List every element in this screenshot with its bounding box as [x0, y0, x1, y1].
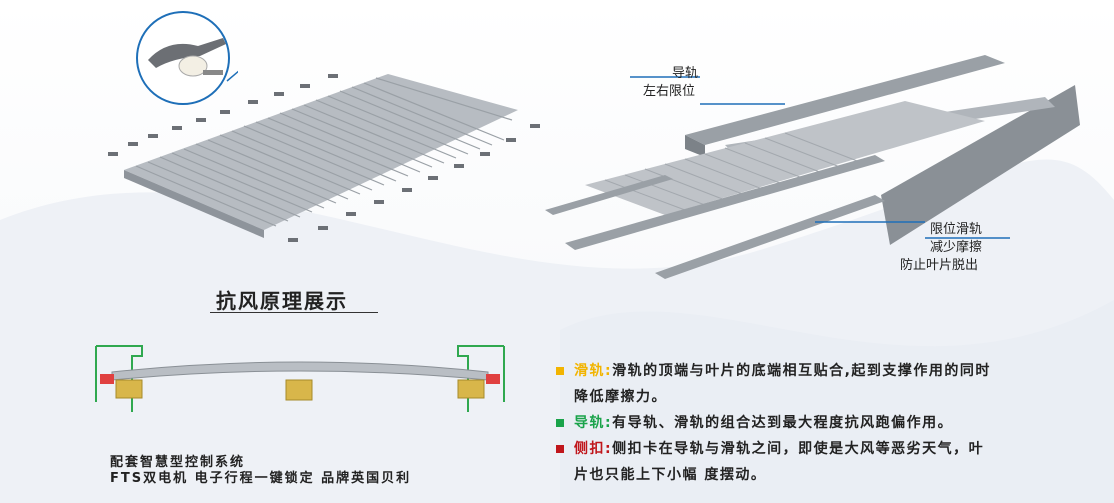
clip-detail-magnifier: [136, 11, 238, 105]
section-title: 抗风原理展示: [216, 289, 348, 313]
control-line-1: 配套智慧型控制系统: [110, 455, 246, 470]
feature-key: 导轨:: [574, 415, 613, 431]
feature-text-cont: 降低摩擦力。: [574, 389, 667, 405]
cross-section-diagram: [95, 345, 505, 412]
title-underline: [210, 312, 378, 313]
callout-guide-rail-sub: 左右限位: [643, 83, 696, 98]
feature-side-clip: 侧扣:侧扣卡在导轨与滑轨之间，即使是大风等恶劣天气，叶 片也只能上下小幅 度摆动…: [556, 436, 1096, 488]
feature-key: 滑轨:: [574, 363, 613, 379]
feature-slide-rail: 滑轨:滑轨的顶端与叶片的底端相互贴合,起到支撑作用的同时 降低摩擦力。: [556, 358, 1096, 410]
guide-rail-callout-line: [630, 76, 785, 105]
feature-key: 侧扣:: [574, 441, 613, 457]
feature-text: 侧扣卡在导轨与滑轨之间，即使是大风等恶劣天气，叶: [612, 441, 985, 457]
callout-limit-rail-sub2: 防止叶片脱出: [900, 257, 979, 272]
feature-text-cont: 片也只能上下小幅 度摆动。: [574, 467, 767, 483]
control-line-2: FTS双电机 电子行程一键锁定 品牌英国贝利: [110, 471, 412, 486]
feature-list: 滑轨:滑轨的顶端与叶片的底端相互贴合,起到支撑作用的同时 降低摩擦力。 导轨:有…: [556, 358, 1096, 488]
feature-text: 有导轨、滑轨的组合达到最大程度抗风跑偏作用。: [612, 415, 954, 431]
yellow-square-icon: [556, 367, 564, 375]
limit-rail-callout-line: [815, 221, 1010, 239]
feature-guide-rail: 导轨:有导轨、滑轨的组合达到最大程度抗风跑偏作用。: [556, 410, 1096, 436]
control-system-text: 配套智慧型控制系统 FTS双电机 电子行程一键锁定 品牌英国贝利: [110, 455, 411, 487]
callout-limit-rail: 限位滑轨: [930, 221, 983, 236]
callout-guide-rail: 导轨: [672, 65, 699, 80]
green-square-icon: [556, 419, 564, 427]
rail-3d-illustration: [545, 55, 1080, 279]
callout-limit-rail-sub1: 减少摩擦: [930, 239, 983, 254]
feature-text: 滑轨的顶端与叶片的底端相互贴合,起到支撑作用的同时: [612, 363, 991, 379]
red-square-icon: [556, 445, 564, 453]
exploded-panel-illustration: [108, 74, 540, 242]
